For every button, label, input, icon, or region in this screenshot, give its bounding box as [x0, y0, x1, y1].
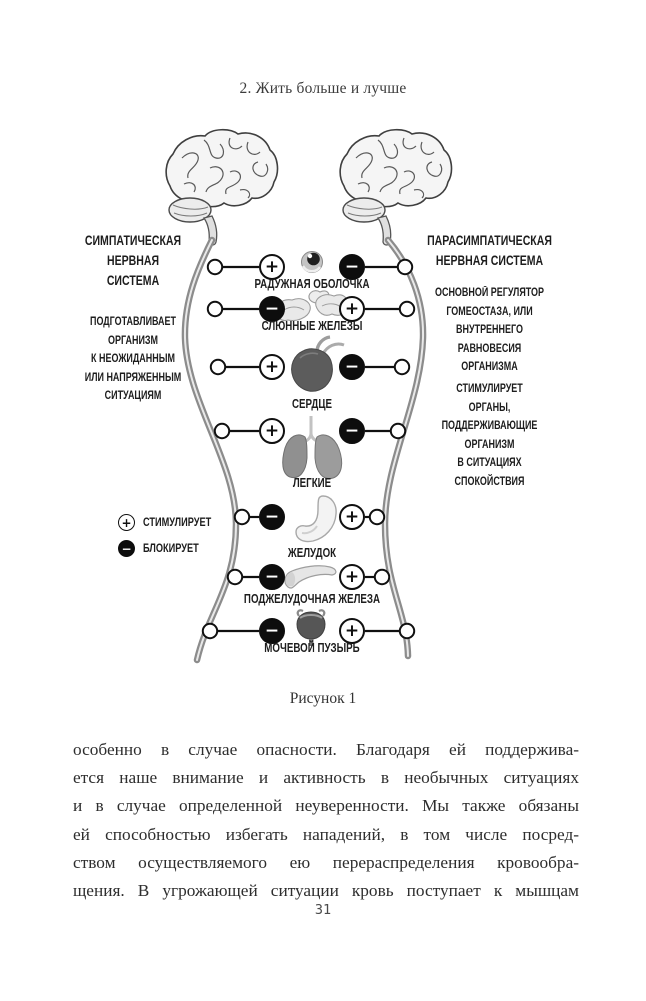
body-line: особенно в случае опасности. Благодаря е…: [73, 740, 579, 759]
plus-circle: +: [339, 618, 365, 644]
stomach-icon: [295, 495, 337, 543]
legend-stimulates-label: СТИМУЛИРУЕТ: [143, 516, 212, 529]
terminal-circles: [201, 258, 416, 640]
lungs-icon: [282, 416, 343, 480]
plus-circle: +: [259, 254, 285, 280]
organ-label-pancreas: ПОДЖЕЛУДОЧНАЯ ЖЕЛЕЗА: [243, 592, 381, 606]
body-line: ей способностью избегать нападений, в то…: [73, 824, 579, 844]
right-brain-icon: [339, 128, 453, 246]
heart-icon: [291, 335, 345, 392]
minus-circle-icon: −: [118, 540, 135, 557]
body-paragraph: особенно в случае опасности. Благодаря е…: [73, 736, 579, 905]
salivary-glands-icon: [276, 290, 348, 322]
plus-circle-icon: +: [118, 514, 135, 531]
iris-eye-icon: [301, 251, 323, 273]
chapter-header: 2. Жить больше и лучше: [239, 80, 407, 97]
plus-circle: +: [339, 564, 365, 590]
minus-circle: −: [259, 618, 285, 644]
plus-circle: +: [259, 354, 285, 380]
minus-circle: −: [259, 564, 285, 590]
minus-circle: −: [259, 296, 285, 322]
minus-circle: −: [339, 254, 365, 280]
figure-caption: Рисунок 1: [289, 690, 357, 707]
organ-label-lungs: ЛЕГКИЕ: [292, 476, 332, 490]
bladder-icon: [296, 609, 326, 646]
organ-label-salivary-glands: СЛЮННЫЕ ЖЕЛЕЗЫ: [261, 319, 363, 333]
parasympathetic-description-2: СТИМУЛИРУЕТ ОРГАНЫ, ПОДДЕРЖИВАЮЩИЕ ОРГАН…: [441, 383, 538, 488]
left-brain-icon: [165, 128, 279, 246]
minus-circle: −: [339, 418, 365, 444]
plus-circle: +: [339, 296, 365, 322]
minus-circle: −: [259, 504, 285, 530]
connector-lines: [217, 265, 400, 633]
legend-stimulates: + СТИМУЛИРУЕТ: [118, 514, 228, 531]
organ-label-iris: РАДУЖНАЯ ОБОЛОЧКА: [254, 277, 370, 291]
parasympathetic-description-1: ОСНОВНОЙ РЕГУЛЯТОР ГОМЕОСТАЗА, ИЛИ ВНУТР…: [434, 287, 545, 373]
organ-label-heart: СЕРДЦЕ: [291, 397, 332, 411]
plus-circle: +: [259, 418, 285, 444]
organ-label-stomach: ЖЕЛУДОК: [287, 546, 337, 560]
body-line: ется наше внимание и активность в необыч…: [73, 768, 579, 788]
left-spinal-cord: [181, 236, 240, 664]
plus-circle: +: [339, 504, 365, 530]
legend-blocks-label: БЛОКИРУЕТ: [143, 542, 199, 555]
body-line: и в случае определенной неуверенности. М…: [73, 796, 579, 816]
minus-circle: −: [339, 354, 365, 380]
pancreas-icon: [284, 565, 337, 589]
page-number: 31: [314, 902, 332, 918]
parasympathetic-title: ПАРАСИМПАТИЧЕСКАЯ НЕРВНАЯ СИСТЕМА: [427, 233, 552, 268]
legend-blocks: − БЛОКИРУЕТ: [118, 540, 213, 557]
body-line: щения. В угрожающей ситуации кровь посту…: [73, 880, 579, 900]
sympathetic-description: ПОДГОТАВЛИВАЕТ ОРГАНИЗМ К НЕОЖИДАННЫМ ИЛ…: [84, 316, 182, 402]
body-line: ством осуществляемого ею перераспределен…: [73, 852, 579, 872]
organ-label-bladder: МОЧЕВОЙ ПУЗЫРЬ: [264, 641, 360, 655]
sympathetic-title: СИМПАТИЧЕСКАЯ НЕРВНАЯ СИСТЕМА: [84, 233, 182, 288]
